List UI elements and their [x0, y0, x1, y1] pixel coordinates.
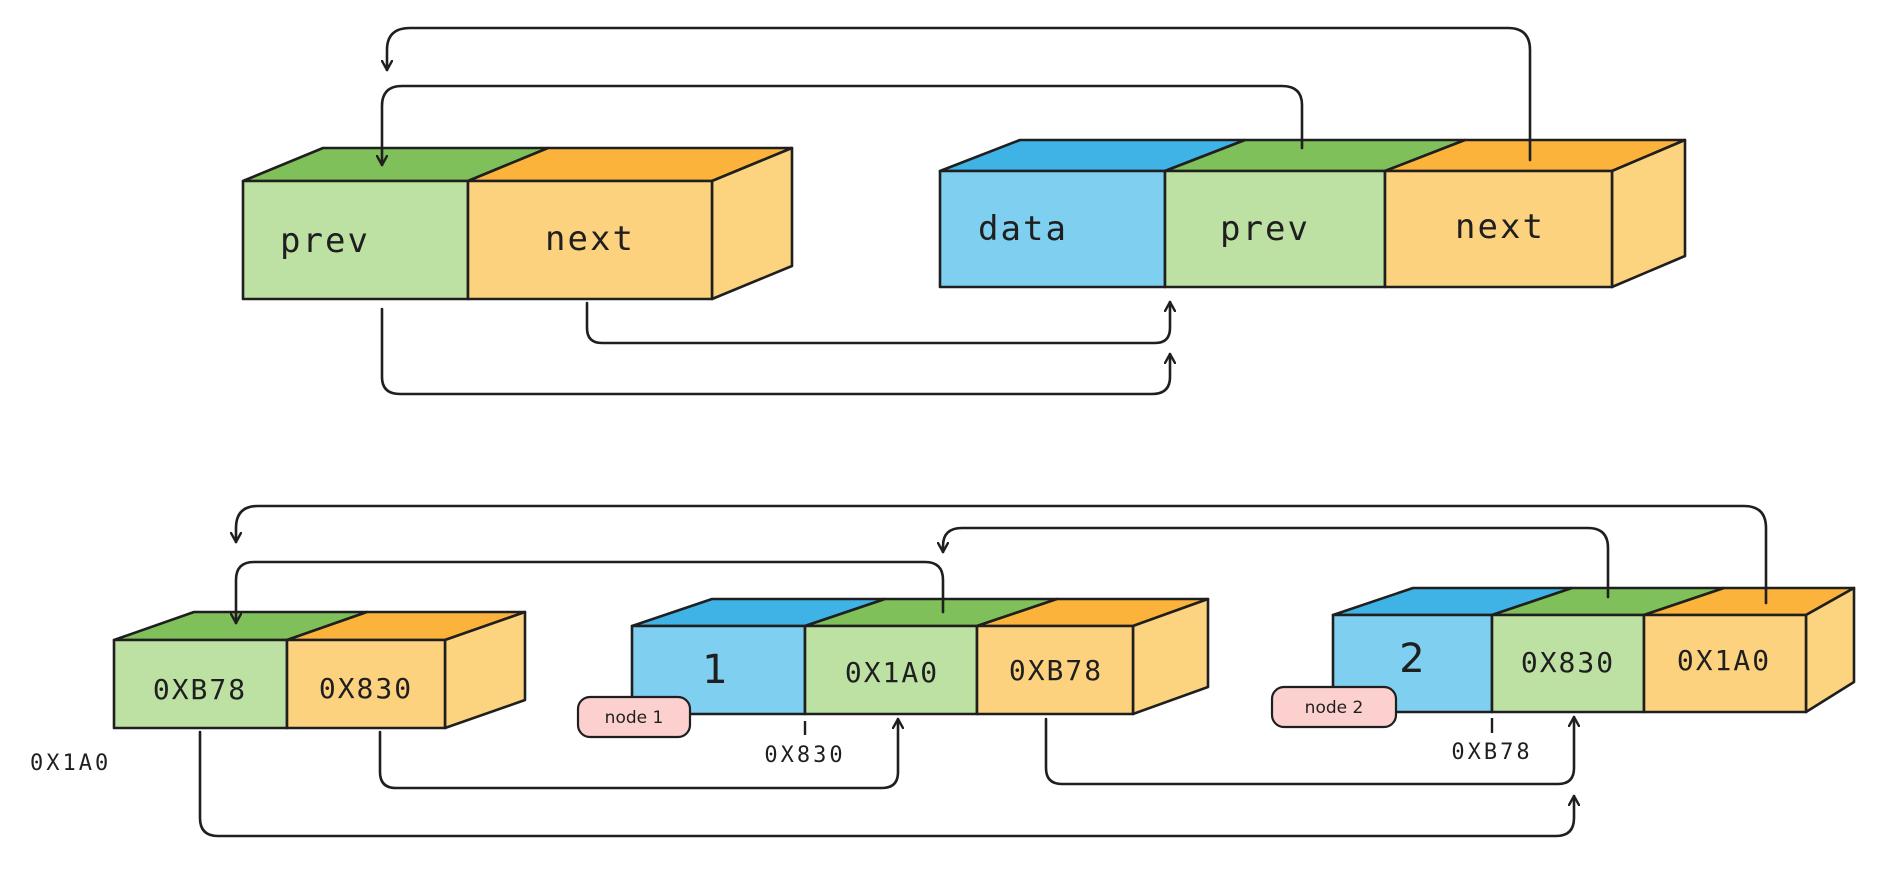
node1-prev-to-sentinel-arrow [236, 560, 945, 625]
node1-next-to-node2-arrow [1044, 715, 1574, 786]
sentinel-prev-to-node2-arrow [198, 730, 1574, 838]
node2-prev-cell [1490, 613, 1646, 714]
top-data-node: data prev next [938, 138, 1687, 289]
top-sentinel-node: prev next [241, 146, 794, 301]
node1-tag-label: node 1 [605, 708, 664, 728]
bottom-sentinel-prev-value: 0XB78 [153, 673, 247, 706]
top-sentinel-next-to-node-arrow [585, 300, 1170, 345]
node1-address: 0X830 [764, 743, 845, 768]
node1-next-value: 0XB78 [1009, 654, 1103, 687]
top-node-prev-to-sentinel-arrow [382, 84, 1304, 167]
top-node-prev-cell [1163, 169, 1387, 289]
top-node-prev-label: prev [1220, 209, 1310, 249]
top-node-next-label: next [1455, 207, 1545, 247]
top-sentinel-next-cell [466, 179, 714, 301]
node2-tag: node 2 [1270, 685, 1398, 729]
node2-next-value: 0X1A0 [1677, 644, 1771, 677]
node1-prev-cell [803, 624, 979, 716]
node2-prev-to-node1-arrow [943, 526, 1610, 599]
node2-next-cell [1642, 613, 1808, 714]
top-sentinel-prev-label: prev [280, 221, 370, 261]
top-node-data-label: data [978, 209, 1068, 249]
top-sentinel-prev-cell [241, 179, 470, 301]
node1-prev-value: 0X1A0 [845, 656, 939, 689]
node1-tag: node 1 [576, 695, 692, 739]
bottom-node-2: 2 0X830 0X1A0 [1331, 586, 1856, 714]
top-node-next-cell [1383, 169, 1614, 289]
node1-next-cell [975, 624, 1135, 716]
bottom-sentinel-node: 0XB78 0X830 [112, 610, 527, 730]
top-node-next-to-sentinel-arrow [387, 26, 1532, 162]
top-sentinel-next-label: next [545, 219, 635, 259]
bottom-sentinel-prev-cell [112, 638, 289, 730]
node2-tag-label: node 2 [1305, 698, 1364, 718]
sentinel-next-to-node1-arrow [378, 717, 898, 790]
bottom-node-1: 1 0X1A0 0XB78 [630, 597, 1210, 716]
node2-next-to-sentinel-arrow [236, 504, 1768, 605]
bottom-sentinel-next-cell [285, 638, 447, 730]
top-sentinel-prev-to-node-arrow [380, 307, 1170, 396]
node2-address: 0XB78 [1451, 740, 1532, 765]
node2-prev-value: 0X830 [1521, 646, 1615, 679]
bottom-sentinel-next-value: 0X830 [319, 672, 413, 705]
node1-tag-bubble [576, 695, 692, 739]
top-node-data-cell [938, 169, 1167, 289]
bottom-sentinel-address: 0X1A0 [30, 751, 111, 776]
node2-tag-bubble [1270, 685, 1398, 729]
node2-data-value: 2 [1399, 636, 1424, 682]
node1-data-value: 1 [702, 647, 727, 693]
